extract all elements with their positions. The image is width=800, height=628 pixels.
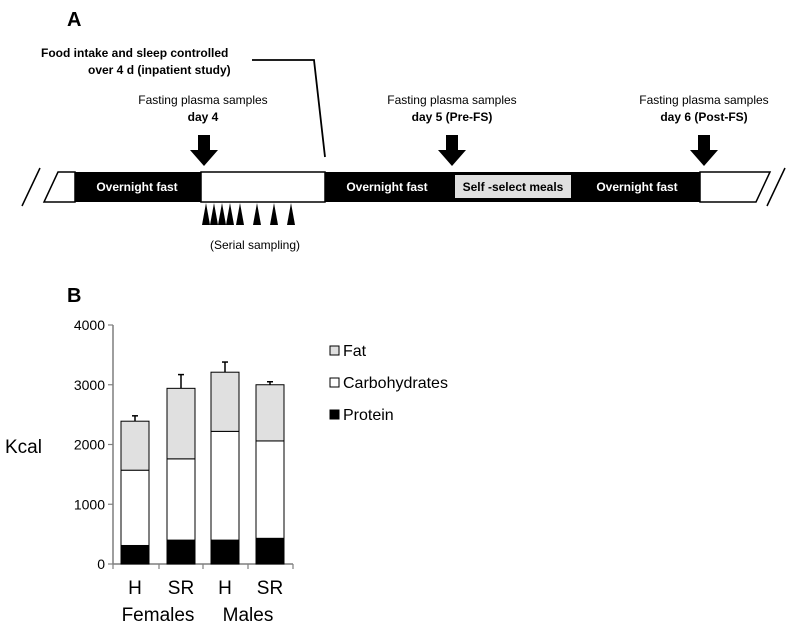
axis-break-left-icon — [21, 167, 41, 207]
legend-label-protein: Protein — [343, 407, 394, 424]
sample-1-line-2: day 4 — [188, 110, 219, 124]
serial-sampling-markers — [202, 203, 295, 225]
bar-segment-fat — [255, 384, 285, 442]
serial-sample-marker-icon — [236, 203, 244, 225]
x-tick-label: H — [128, 578, 142, 599]
sample-1-line-1: Fasting plasma samples — [138, 93, 267, 107]
segment-label-1: Overnight fast — [96, 180, 177, 194]
serial-sample-marker-icon — [253, 203, 261, 225]
panel-a-label: A — [67, 9, 81, 31]
x-tick-label: H — [218, 578, 232, 599]
error-bar-fat — [267, 381, 273, 385]
error-bar-fat — [222, 361, 228, 373]
serial-sample-marker-icon — [218, 203, 226, 225]
serial-sample-marker-icon — [270, 203, 278, 225]
bar-segment-fat — [166, 387, 196, 460]
sample-3-line-1: Fasting plasma samples — [639, 93, 768, 107]
segment-label-3: Self -select meals — [463, 180, 564, 194]
bar-segment-fat — [210, 371, 240, 432]
callout-line-2: over 4 d (inpatient study) — [88, 63, 231, 77]
timeline-fast-2 — [325, 172, 450, 202]
bar-segment-carbohydrates — [255, 440, 285, 539]
y-axis-label: Kcal — [5, 437, 42, 458]
serial-sample-marker-icon — [202, 203, 210, 225]
bar-segment-protein — [255, 537, 285, 565]
bar-segment-protein — [166, 539, 196, 565]
bar-segment-fat — [120, 420, 150, 471]
error-bar-fat — [178, 373, 184, 389]
y-tick-label: 3000 — [74, 377, 105, 393]
timeline-fast-1 — [75, 172, 201, 202]
legend-swatch-protein — [329, 409, 340, 420]
sample-2-line-1: Fasting plasma samples — [387, 93, 516, 107]
serial-sample-marker-icon — [226, 203, 234, 225]
y-tick-label: 4000 — [74, 317, 105, 333]
serial-sample-marker-icon — [210, 203, 218, 225]
timeline-fast-3 — [575, 172, 700, 202]
sample-3-line-2: day 6 (Post-FS) — [660, 110, 747, 124]
x-tick-label: SR — [257, 578, 283, 599]
timeline-bar: Overnight fast Overnight fast Self -sele… — [21, 167, 786, 207]
axis-break-right-icon — [766, 167, 786, 207]
serial-sample-marker-icon — [287, 203, 295, 225]
panel-b-label: B — [67, 285, 81, 307]
callout-leader-line — [252, 59, 326, 158]
legend-label-fat: Fat — [343, 343, 367, 360]
timeline-self-select-meals — [455, 175, 571, 198]
callout-line-1: Food intake and sleep controlled — [41, 46, 228, 60]
x-tick-label: SR — [168, 578, 194, 599]
sample-arrow-1-icon — [190, 135, 218, 166]
legend-swatch-carbohydrates — [329, 377, 340, 388]
bar-segment-carbohydrates — [166, 458, 196, 541]
y-tick-label: 2000 — [74, 437, 105, 453]
error-bar-fat — [132, 415, 138, 422]
bar-segment-protein — [210, 539, 240, 565]
group-label-males: Males — [223, 605, 274, 626]
timeline-left-end — [42, 171, 76, 203]
legend-swatch-fat — [329, 345, 340, 356]
timeline-inpatient-day — [200, 171, 326, 203]
legend-label-carbohydrates: Carbohydrates — [343, 375, 448, 392]
bar-segment-carbohydrates — [210, 430, 240, 541]
segment-label-2: Overnight fast — [346, 180, 427, 194]
chart-legend: Fat Carbohydrates Protein — [329, 343, 448, 424]
bar-segment-carbohydrates — [120, 469, 150, 546]
sample-2-line-2: day 5 (Pre-FS) — [412, 110, 493, 124]
segment-label-4: Overnight fast — [596, 180, 677, 194]
bar-segment-protein — [120, 544, 150, 565]
group-label-females: Females — [122, 605, 195, 626]
sample-arrow-3-icon — [690, 135, 718, 166]
y-tick-label: 0 — [97, 556, 105, 572]
y-tick-label: 1000 — [74, 496, 105, 512]
sample-arrow-2-icon — [438, 135, 466, 166]
serial-sampling-label: (Serial sampling) — [210, 238, 300, 252]
timeline-right-end — [699, 171, 772, 203]
